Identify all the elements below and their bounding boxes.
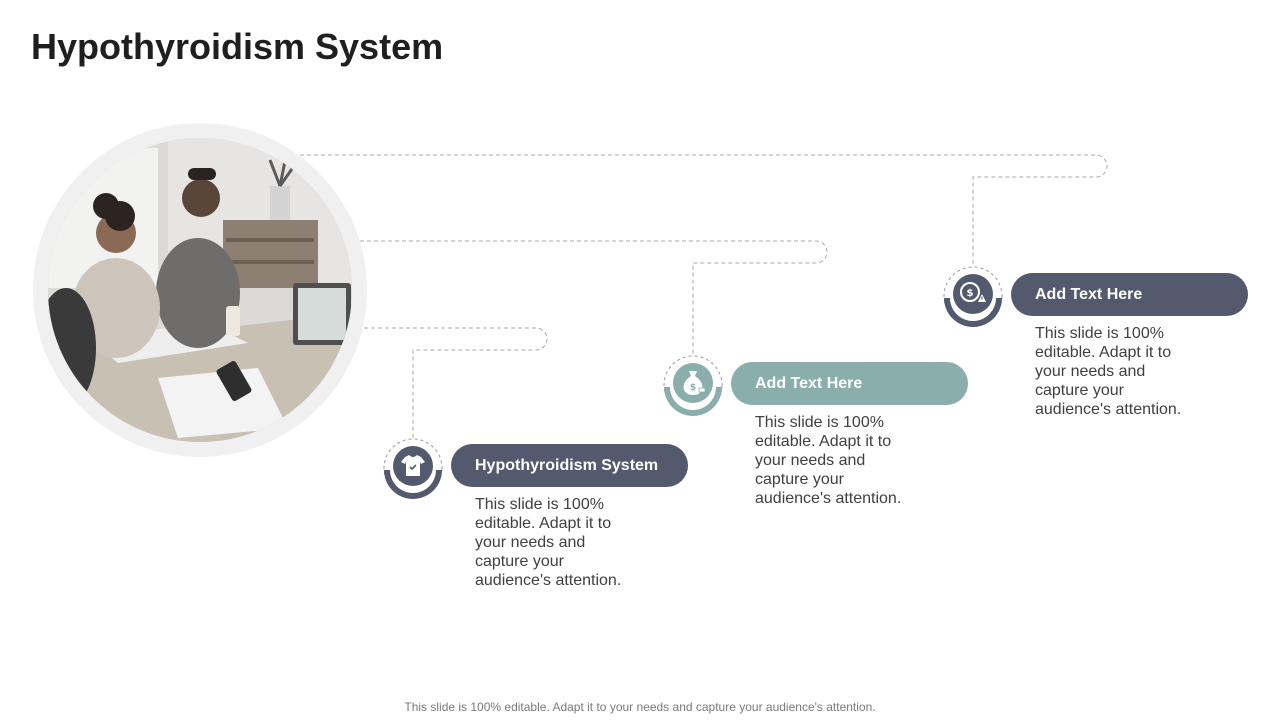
slide-footer: This slide is 100% editable. Adapt it to… <box>404 700 876 714</box>
step-3-heading: Add Text Here <box>1035 285 1143 303</box>
step-1-description: This slide is 100% editable. Adapt it to… <box>475 496 622 589</box>
step-1-heading: Hypothyroidism System <box>475 456 659 474</box>
connector-step-2 <box>360 240 828 355</box>
tshirt-icon <box>383 438 443 499</box>
coin-warning-icon: $ <box>943 266 1003 327</box>
svg-text:$: $ <box>690 383 696 393</box>
step-2-description: This slide is 100% editable. Adapt it to… <box>755 414 902 507</box>
connector-step-1 <box>364 327 548 438</box>
step-2-heading: Add Text Here <box>755 374 863 392</box>
money-bag-icon: $ <box>663 355 723 416</box>
step-3-description: This slide is 100% editable. Adapt it to… <box>1035 325 1182 418</box>
step-1-heading-pill: Hypothyroidism System <box>451 444 688 487</box>
team-meeting-photo <box>48 138 352 442</box>
slide-title: Hypothyroidism System <box>31 26 444 67</box>
connector-step-3 <box>300 154 1108 266</box>
svg-text:$: $ <box>967 288 974 299</box>
step-2-heading-pill: Add Text Here <box>731 362 968 405</box>
step-3-heading-pill: Add Text Here <box>1011 273 1248 316</box>
